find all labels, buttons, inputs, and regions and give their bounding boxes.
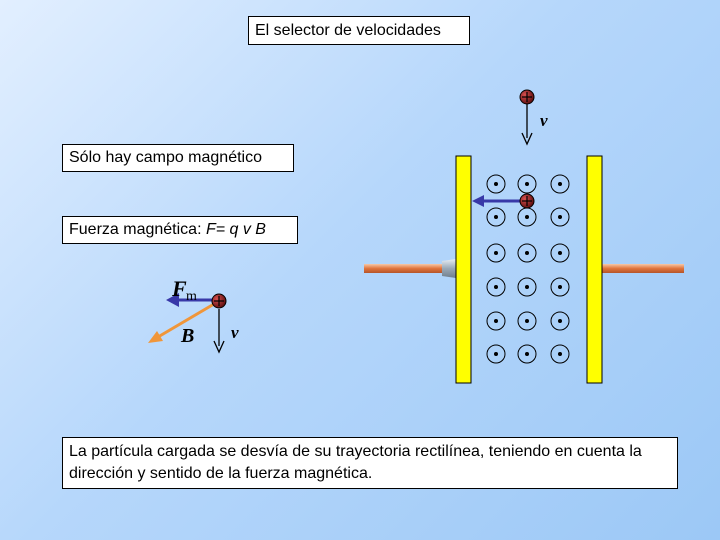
force-box: Fuerza magnética: F= q v B <box>62 216 298 244</box>
title-box: El selector de velocidades <box>248 16 470 45</box>
fm-arrowhead <box>166 293 179 307</box>
deflection-force-arrowhead <box>472 195 484 207</box>
fm-subscript: m <box>186 289 197 304</box>
field-circle <box>550 277 570 297</box>
field-circle <box>486 311 506 331</box>
field-circle <box>550 344 570 364</box>
right-plate <box>586 155 603 384</box>
field-dot <box>558 182 562 186</box>
top-velocity-arrowhead <box>521 132 533 146</box>
magnetic-only-label: Sólo hay campo magnético <box>69 149 262 166</box>
field-dot <box>558 352 562 356</box>
field-circle <box>517 344 537 364</box>
magnetic-field-grid <box>486 174 570 364</box>
fm-label: F <box>171 276 187 301</box>
force-diagram: F m B v <box>148 276 239 354</box>
field-circle <box>550 243 570 263</box>
conclusion-box: La partícula cargada se desvía de su tra… <box>62 437 678 489</box>
field-dot <box>525 285 529 289</box>
b-arrow <box>157 302 215 339</box>
field-circle <box>517 277 537 297</box>
field-circle <box>486 207 506 227</box>
field-circle <box>486 174 506 194</box>
left-plate <box>455 155 472 384</box>
field-circle <box>517 311 537 331</box>
field-circle <box>517 243 537 263</box>
field-dot <box>494 352 498 356</box>
field-dot <box>558 285 562 289</box>
field-circle <box>486 344 506 364</box>
top-particle-group: v <box>519 89 548 146</box>
field-dot <box>494 319 498 323</box>
field-circle <box>486 277 506 297</box>
field-circle <box>517 174 537 194</box>
field-dot <box>525 251 529 255</box>
field-dot <box>525 182 529 186</box>
deflected-particle-group <box>472 193 535 209</box>
right-rod <box>602 264 684 273</box>
field-dot <box>558 319 562 323</box>
b-arrowhead <box>148 331 163 343</box>
field-dot <box>494 182 498 186</box>
top-velocity-label: v <box>540 111 548 130</box>
charge-velocity-arrowhead <box>213 340 225 354</box>
field-circle <box>550 207 570 227</box>
page-title: El selector de velocidades <box>255 22 441 39</box>
conclusion-text: La partícula cargada se desvía de su tra… <box>69 443 642 482</box>
left-rod-cap <box>442 259 456 278</box>
b-label: B <box>180 325 194 347</box>
field-dot <box>525 215 529 219</box>
field-circle <box>550 174 570 194</box>
field-dot <box>494 215 498 219</box>
field-dot <box>494 251 498 255</box>
left-rod <box>364 264 448 273</box>
field-circle <box>550 311 570 331</box>
field-dot <box>558 215 562 219</box>
field-dot <box>494 285 498 289</box>
charge-velocity-label: v <box>231 323 239 342</box>
magnetic-only-box: Sólo hay campo magnético <box>62 144 294 172</box>
force-label: Fuerza magnética: <box>69 221 206 238</box>
field-dot <box>525 352 529 356</box>
field-dot <box>525 319 529 323</box>
force-formula: F= q v B <box>205 221 266 238</box>
field-circle <box>486 243 506 263</box>
field-dot <box>558 251 562 255</box>
